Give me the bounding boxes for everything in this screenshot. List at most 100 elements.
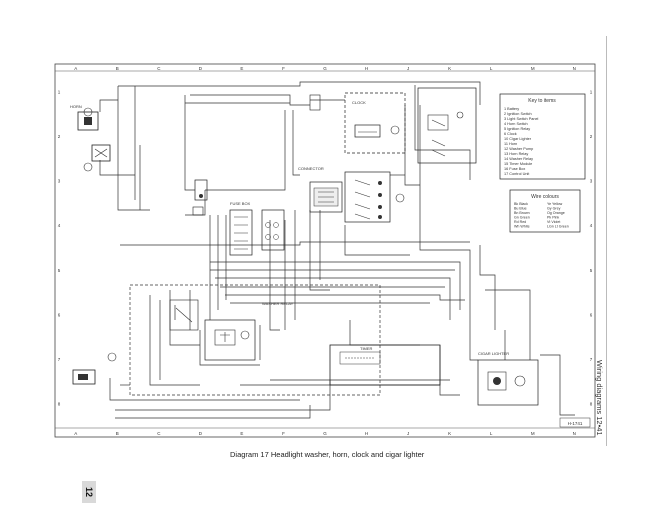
- diagram-caption: Diagram 17 Headlight washer, horn, clock…: [230, 450, 425, 459]
- key-item: 17 Control Unit: [504, 172, 530, 176]
- grid-col-label-bottom: E: [240, 431, 243, 436]
- wire-colour-item: Ye Yellow: [547, 202, 563, 206]
- key-item: 3 Light Switch Panel: [504, 117, 539, 121]
- grid-col-label-bottom: A: [74, 431, 77, 436]
- label-cigar-lighter: CIGAR LIGHTER: [478, 351, 509, 356]
- grid-row-label-left: 6: [58, 312, 61, 317]
- grid-col-label-bottom: J: [407, 431, 409, 436]
- component-relay-top: [309, 94, 321, 111]
- grid-col-label-bottom: F: [282, 431, 285, 436]
- component-motor: [169, 299, 199, 331]
- key-item: 11 Horn: [504, 142, 517, 146]
- key-item: 4 Horn Switch: [504, 122, 528, 126]
- grid-row-label-right: 1: [590, 89, 593, 94]
- label-washer-relay: WASHER RELAY: [262, 301, 294, 306]
- label-connector: CONNECTOR: [298, 166, 324, 171]
- page-number-tab: 12: [82, 481, 96, 503]
- key-panel-title: Key to items: [528, 98, 556, 104]
- grid-row-label-left: 1: [58, 89, 61, 94]
- component-horn-2: [83, 144, 111, 172]
- component-horn: [77, 107, 99, 131]
- grid-row-label-right: 2: [590, 134, 593, 139]
- key-item: 1 Battery: [504, 107, 519, 111]
- grid-col-label-bottom: H: [365, 431, 368, 436]
- wire-colour-item: Bn Brown: [514, 211, 530, 215]
- grid-col-label-top: B: [116, 66, 119, 71]
- grid-col-label-top: M: [531, 66, 535, 71]
- key-item: 12 Washer Pump: [504, 147, 533, 151]
- label-horn: HORN: [70, 104, 82, 109]
- component-timer-module: [329, 344, 441, 386]
- grid-top-ticks: [55, 70, 595, 429]
- component-connector-block: [309, 181, 343, 213]
- label-clock: CLOCK: [352, 100, 366, 105]
- grid-col-label-bottom: K: [448, 431, 451, 436]
- grid-col-label-top: E: [240, 66, 243, 71]
- grid-row-label-left: 4: [58, 223, 61, 228]
- grid-row-label-right: 5: [590, 268, 593, 273]
- wire-colour-item: LGn Lt Green: [547, 225, 569, 229]
- grid-col-label-bottom: N: [573, 431, 576, 436]
- grid-col-label-top: L: [490, 66, 493, 71]
- grid-row-label-right: 8: [590, 402, 593, 407]
- grid-row-label-left: 7: [58, 357, 61, 362]
- component-labels: CLOCK CONNECTOR FUSE BOX WASHER RELAY TI…: [70, 100, 509, 356]
- key-item: 10 Cigar Lighter: [504, 137, 532, 141]
- component-cigar-lighter-switch: [344, 171, 405, 223]
- wire-colour-item: Bu Blue: [514, 207, 527, 211]
- wire-colour-item: Pk Pink: [547, 216, 559, 220]
- wire-colour-item: Gy Grey: [547, 207, 561, 211]
- grid-col-label-bottom: D: [199, 431, 203, 436]
- component-horn-switch: [192, 179, 208, 216]
- page-side-rule: [606, 36, 607, 446]
- key-item: 5 Ignition Relay: [504, 127, 530, 131]
- key-item: 14 Washer Relay: [504, 157, 533, 161]
- component-washer-relay: [204, 319, 256, 361]
- footer-code-box: H-1741: [559, 417, 591, 428]
- grid-col-label-bottom: C: [157, 431, 161, 436]
- key-item: 15 Timer Module: [504, 162, 532, 166]
- grid-col-label-top: D: [199, 66, 203, 71]
- wire-colour-item: Bk Black: [514, 202, 528, 206]
- component-cigar-lighter: [477, 359, 539, 406]
- diagram-frame: [54, 63, 596, 438]
- wire-colour-item: Og Orange: [547, 211, 565, 215]
- grid-col-label-top: J: [407, 66, 409, 71]
- grid-col-label-bottom: L: [490, 431, 493, 436]
- key-item: 6 Clock: [504, 132, 517, 136]
- grid-row-label-right: 4: [590, 223, 593, 228]
- wire-colours-title: Wire colours: [531, 194, 559, 200]
- component-clock-module: [344, 92, 406, 154]
- component-switch-panel: [417, 87, 477, 164]
- grid-col-label-top: K: [448, 66, 451, 71]
- wire-colour-item: Vt Violet: [547, 220, 560, 224]
- grid-row-label-left: 5: [58, 268, 61, 273]
- key-item: 13 Horn Relay: [504, 152, 528, 156]
- component-washer-pump: [72, 352, 117, 385]
- component-fuse-box-left: [229, 209, 253, 256]
- key-item: 2 Ignition Switch: [504, 112, 532, 116]
- grid-row-label-left: 8: [58, 402, 61, 407]
- grid-col-label-top: G: [323, 66, 327, 71]
- grid-col-label-top: A: [74, 66, 77, 71]
- wire-colour-item: Wh White: [514, 225, 530, 229]
- grid-col-label-top: H: [365, 66, 368, 71]
- page-running-header: Wiring diagrams 12•41: [595, 360, 604, 436]
- key-item: 16 Fuse Box: [504, 167, 525, 171]
- grid-col-label-top: C: [157, 66, 161, 71]
- grid-row-label-left: 2: [58, 134, 61, 139]
- grid-col-label-bottom: G: [323, 431, 327, 436]
- label-fuse-box: FUSE BOX: [230, 201, 251, 206]
- grid-row-label-left: 3: [58, 179, 61, 184]
- grid-row-label-right: 3: [590, 179, 593, 184]
- grid-col-label-top: N: [573, 66, 576, 71]
- footer-code: H-1741: [568, 421, 583, 426]
- grid-row-label-right: 7: [590, 357, 593, 362]
- grid-col-label-bottom: M: [531, 431, 535, 436]
